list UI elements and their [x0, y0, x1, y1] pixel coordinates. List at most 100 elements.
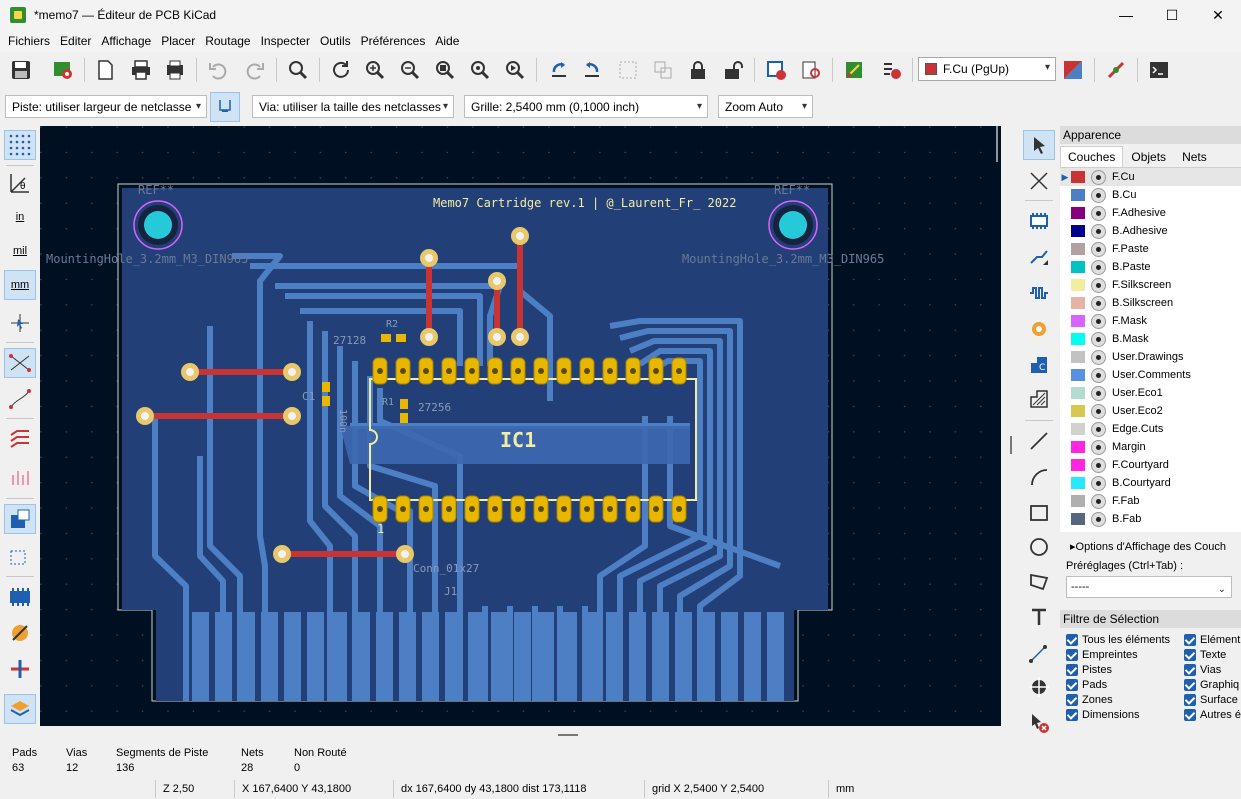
layer-color-swatch[interactable] [1071, 351, 1085, 363]
cursor-shape-button[interactable] [4, 308, 36, 338]
filter-checkbox[interactable]: Texte [1184, 649, 1226, 661]
layer-row[interactable]: B.Mask [1060, 330, 1241, 348]
zone-fill-button[interactable] [4, 504, 36, 534]
update-from-schematic-button[interactable] [839, 55, 869, 85]
units-mm-button[interactable]: mm [4, 270, 36, 300]
pcb-canvas[interactable]: Memo7 Cartridge rev.1 | @_Laurent_Fr_ 20… [40, 126, 1001, 726]
menu-placer[interactable]: Placer [161, 34, 196, 48]
high-contrast-button[interactable] [4, 618, 36, 648]
layer-row[interactable]: User.Eco2 [1060, 402, 1241, 420]
visibility-eye-icon[interactable] [1091, 403, 1106, 419]
layer-color-swatch[interactable] [1071, 171, 1085, 183]
layer-row[interactable]: User.Drawings [1060, 348, 1241, 366]
auto-width-button[interactable] [210, 92, 240, 122]
visibility-eye-icon[interactable] [1091, 385, 1106, 401]
print-button[interactable] [126, 55, 156, 85]
save-button[interactable] [6, 55, 36, 85]
route-track-button[interactable] [1023, 242, 1055, 272]
draw-rectangle-button[interactable] [1023, 498, 1055, 528]
layer-row[interactable]: ▶F.Cu [1060, 168, 1241, 186]
zoom-out-button[interactable] [395, 55, 425, 85]
menu-inspecter[interactable]: Inspecter [260, 34, 310, 48]
layer-color-swatch[interactable] [1071, 387, 1085, 399]
layer-color-swatch[interactable] [1071, 513, 1085, 525]
page-settings-button[interactable] [90, 55, 120, 85]
visibility-eye-icon[interactable] [1091, 457, 1106, 473]
group-button[interactable] [648, 55, 678, 85]
layer-row[interactable]: B.Paste [1060, 258, 1241, 276]
local-ratsnest-button[interactable] [1023, 166, 1055, 196]
menu-fichiers[interactable]: Fichiers [8, 34, 51, 48]
filter-checkbox[interactable]: Empreintes [1066, 649, 1138, 661]
layer-color-swatch[interactable] [1071, 315, 1085, 327]
curved-ratsnest-button[interactable] [4, 384, 36, 414]
draw-line-button[interactable] [1023, 426, 1055, 456]
add-text-button[interactable] [1023, 602, 1055, 632]
plot-button[interactable] [160, 55, 190, 85]
zoom-selection-button[interactable] [500, 55, 530, 85]
add-rule-area-button[interactable] [1023, 384, 1055, 414]
visibility-eye-icon[interactable] [1091, 205, 1106, 221]
layer-color-swatch[interactable] [1071, 207, 1085, 219]
rotate-cw-button[interactable] [578, 55, 608, 85]
filter-checkbox[interactable]: Tous les éléments [1066, 634, 1170, 646]
maximize-button[interactable]: ☐ [1165, 6, 1179, 23]
add-via-button[interactable] [1023, 314, 1055, 344]
footprint-browser-button[interactable] [796, 55, 826, 85]
add-zone-button[interactable]: C [1023, 350, 1055, 380]
zoom-objects-button[interactable] [465, 55, 495, 85]
track-outline-button[interactable] [4, 424, 36, 454]
visibility-eye-icon[interactable] [1091, 169, 1106, 185]
visibility-eye-icon[interactable] [1091, 475, 1106, 491]
delete-tool-button[interactable] [1023, 708, 1055, 738]
units-mil-button[interactable]: mil [12, 245, 28, 257]
via-size-select[interactable]: Via: utiliser la taille des netclasses ▾ [252, 95, 454, 118]
scripting-console-button[interactable] [876, 55, 906, 85]
add-dimension-button[interactable] [1023, 638, 1055, 668]
unlock-button[interactable] [718, 55, 748, 85]
layer-color-swatch[interactable] [1071, 297, 1085, 309]
layer-row[interactable]: F.Fab [1060, 492, 1241, 510]
undo-button[interactable] [203, 55, 233, 85]
layer-color-swatch[interactable] [1071, 369, 1085, 381]
find-button[interactable] [283, 55, 313, 85]
layer-color-swatch[interactable] [1071, 189, 1085, 201]
visibility-eye-icon[interactable] [1091, 241, 1106, 257]
minimize-button[interactable]: — [1119, 7, 1133, 23]
layers-manager-button[interactable] [4, 694, 36, 724]
filter-checkbox[interactable]: Pads [1066, 679, 1107, 691]
redo-button[interactable] [240, 55, 270, 85]
layer-row[interactable]: B.Silkscreen [1060, 294, 1241, 312]
layer-color-swatch[interactable] [1071, 441, 1085, 453]
layer-pair-button[interactable] [1058, 55, 1088, 85]
units-inch-button[interactable]: in [15, 211, 25, 223]
visibility-eye-icon[interactable] [1091, 493, 1106, 509]
tune-length-button[interactable] [1023, 278, 1055, 308]
menu-preferences[interactable]: Préférences [360, 34, 426, 48]
visibility-eye-icon[interactable] [1091, 511, 1106, 527]
active-layer-select[interactable]: F.Cu (PgUp) ▾ [918, 57, 1056, 81]
layer-row[interactable]: F.Mask [1060, 312, 1241, 330]
visibility-eye-icon[interactable] [1091, 331, 1106, 347]
layer-row[interactable]: Edge.Cuts [1060, 420, 1241, 438]
layer-color-swatch[interactable] [1071, 261, 1085, 273]
layer-row[interactable]: F.Adhesive [1060, 204, 1241, 222]
via-outline-button[interactable] [4, 462, 36, 492]
add-footprint-button[interactable] [1023, 206, 1055, 236]
show-ratsnest-button[interactable] [4, 348, 36, 378]
layer-color-swatch[interactable] [1071, 459, 1085, 471]
filter-checkbox[interactable]: Autres é [1184, 709, 1241, 721]
layer-row[interactable]: F.Paste [1060, 240, 1241, 258]
zoom-select[interactable]: Zoom Auto ▾ [718, 95, 813, 118]
mirror-button[interactable] [613, 55, 643, 85]
tab-nets[interactable]: Nets [1182, 150, 1207, 164]
board-setup-button[interactable] [48, 55, 78, 85]
tab-couches[interactable]: Couches [1060, 146, 1124, 167]
select-tool-button[interactable] [1023, 130, 1055, 160]
menu-affichage[interactable]: Affichage [101, 34, 152, 48]
visibility-eye-icon[interactable] [1091, 277, 1106, 293]
layer-row[interactable]: User.Comments [1060, 366, 1241, 384]
presets-select[interactable]: ----- ⌄ [1066, 576, 1232, 598]
tab-objets[interactable]: Objets [1131, 150, 1167, 164]
draw-polygon-button[interactable] [1023, 566, 1055, 596]
